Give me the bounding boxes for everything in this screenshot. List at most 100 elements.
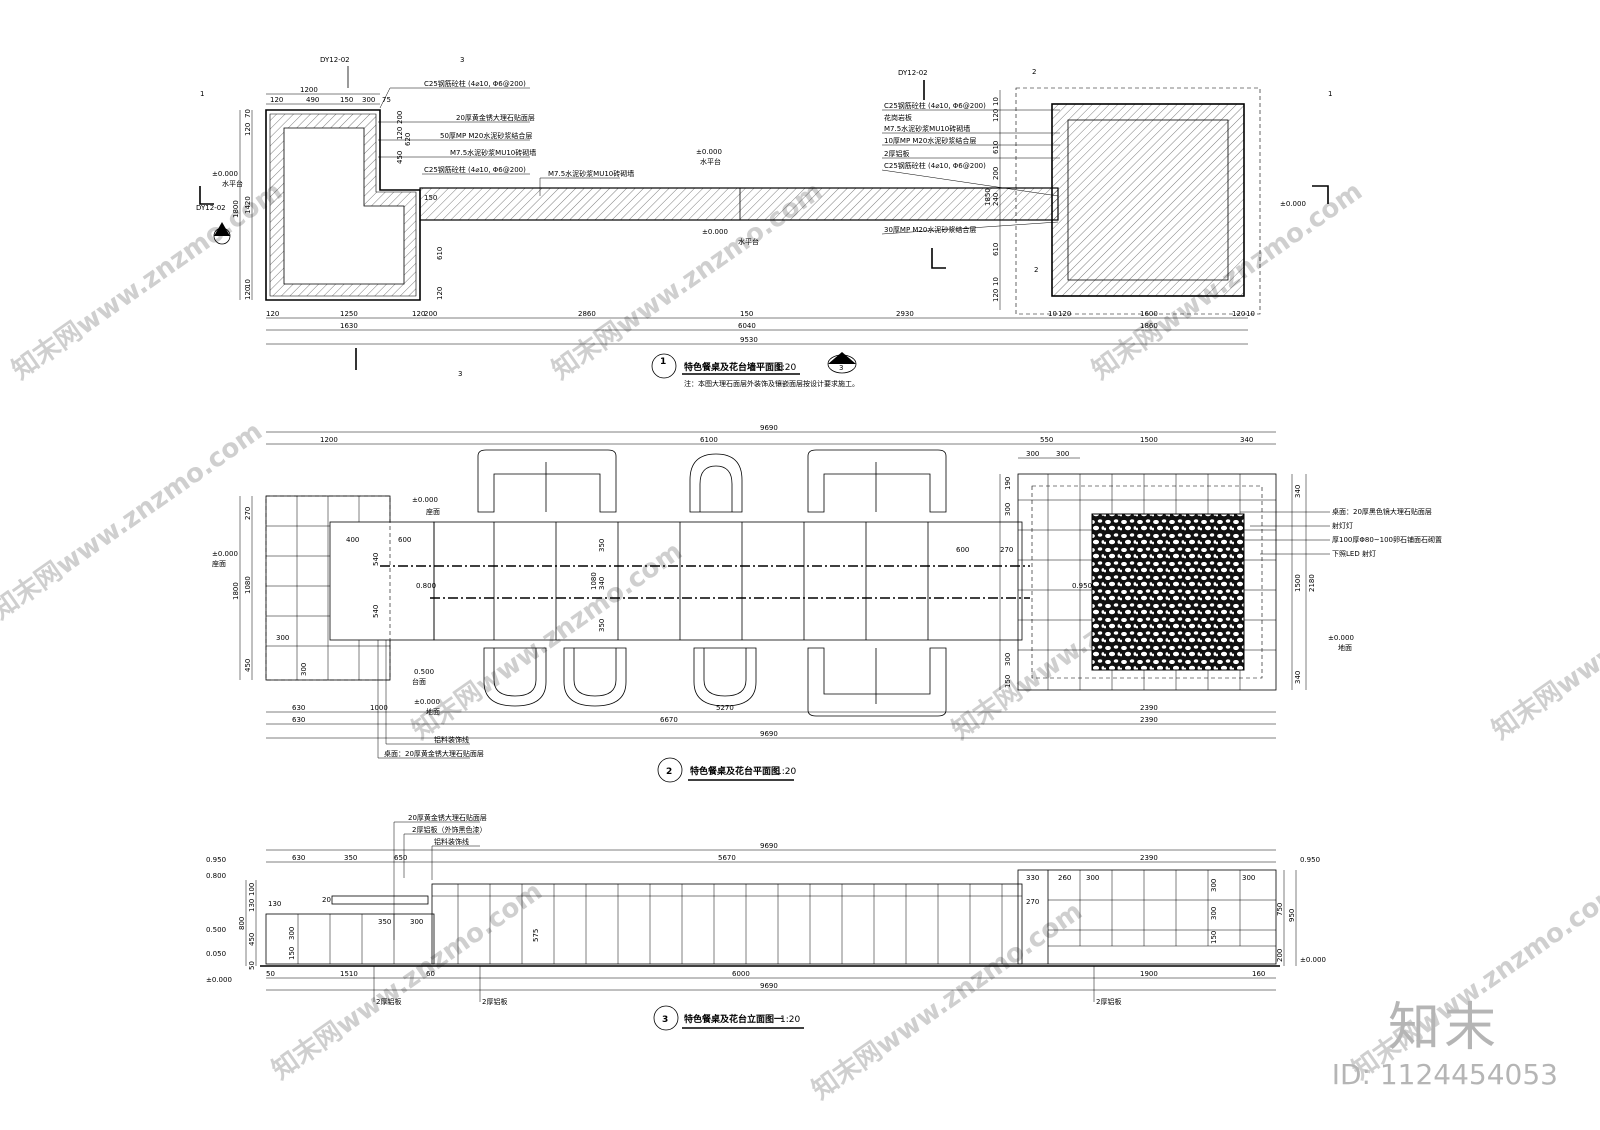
svg-text:550: 550 [1040,436,1053,444]
svg-text:650: 650 [394,854,407,862]
svg-text:270: 270 [1026,898,1039,906]
svg-text:300: 300 [1056,450,1069,458]
svg-text:70: 70 [244,109,252,118]
grid-mark: 2 [1032,68,1036,76]
svg-text:750: 750 [1276,903,1284,916]
svg-text:0.800: 0.800 [206,872,226,880]
svg-text:桌面：20厚黄金锈大理石贴面层: 桌面：20厚黄金锈大理石贴面层 [384,749,484,758]
connecting-wall [419,187,1059,221]
levels-left: 0.950 0.800 0.500 0.050 ±0.000 [206,856,232,984]
svg-text:600: 600 [956,546,969,554]
svg-text:300: 300 [276,634,289,642]
svg-text:±0.000: ±0.000 [206,976,232,984]
svg-text:10: 10 [244,279,252,288]
svg-text:610: 610 [992,243,1000,256]
armchair [483,647,547,707]
svg-text:150: 150 [288,947,296,960]
svg-text:±0.000: ±0.000 [212,550,238,558]
svg-text:150: 150 [340,96,353,104]
svg-text:1800: 1800 [232,582,240,600]
svg-text:630: 630 [292,716,305,724]
svg-text:9690: 9690 [760,982,778,990]
svg-text:6000: 6000 [732,970,750,978]
svg-text:160: 160 [1252,970,1265,978]
svg-text:0.050: 0.050 [206,950,226,958]
svg-text:1500: 1500 [1294,574,1302,592]
watermark-text: 知末网www.znzmo.com [267,876,548,1085]
dims-top: 1200 120 490 150 300 75 [266,86,391,105]
svg-text:600: 600 [398,536,411,544]
title-scale: 1:20 [776,363,796,373]
elevation-body [260,869,1280,967]
svg-text:2厚铝板: 2厚铝板 [376,997,401,1006]
svg-text:200: 200 [992,167,1000,180]
grid-mark: 1 [200,90,204,98]
drawing-1-title: 1 特色餐桌及花台墙平面图 1:20 注：本图大理石面层外装饰及镶嵌面层按设计要… [651,352,859,388]
svg-text:1900: 1900 [1140,970,1158,978]
planter-elevation [1017,869,1277,965]
title-label: 特色餐桌及花台墙平面图 [684,361,783,373]
callouts-bottom: 2厚铝板 2厚铝板 2厚铝板 [373,966,1121,1006]
svg-text:620: 620 [404,133,412,146]
svg-text:610: 610 [992,141,1000,154]
svg-text:1080: 1080 [590,572,598,590]
level-tag: ±0.000 [1280,200,1306,208]
svg-text:±0.000: ±0.000 [1328,634,1354,642]
area-tag: 水平台 [738,237,759,246]
svg-text:5270: 5270 [716,704,734,712]
svg-text:1420: 1420 [244,196,252,214]
armchair-inner [699,465,733,512]
svg-text:270: 270 [1000,546,1013,554]
svg-text:300: 300 [410,918,423,926]
armchair-inner [703,648,747,697]
svg-text:300: 300 [288,927,296,940]
callout-text: C25钢筋砼柱 (4⌀10, Φ6@200) [884,161,986,170]
svg-text:240: 240 [992,193,1000,206]
svg-text:2厚铝板（外饰黑色漆）: 2厚铝板（外饰黑色漆） [412,825,486,834]
area-tag: 水平台 [700,157,721,166]
svg-text:100: 100 [248,883,256,896]
svg-text:座面: 座面 [426,507,440,516]
svg-text:0.500: 0.500 [414,668,434,676]
svg-text:2390: 2390 [1140,716,1158,724]
armchair-inner [573,648,617,697]
svg-text:地面: 地面 [1338,643,1352,652]
dims-right: 750 950 200 [1276,870,1297,966]
title-number: 2 [666,767,672,777]
svg-text:10: 10 [1246,310,1255,318]
watermark-text: 知末网www.znzmo.com [407,536,688,745]
table-body [431,883,1023,965]
svg-text:200: 200 [1276,949,1284,962]
svg-text:350: 350 [598,539,606,552]
callout-text: 20厚黄金锈大理石贴面层 [456,113,535,122]
grid-mark: 3 [460,56,464,64]
drawing-3-title: 3 特色餐桌及花台立面图一 1:20 [653,1005,804,1031]
callouts-right: C25钢筋砼柱 (4⌀10, Φ6@200) 花岗岩板 M7.5水泥砂浆MU10… [881,101,1060,235]
svg-text:50: 50 [248,961,256,970]
svg-text:120: 120 [436,287,444,300]
callout-text: C25钢筋砼柱 (4⌀10, Φ6@200) [424,79,526,88]
svg-text:10: 10 [1048,310,1057,318]
section-ref: DY12-02 [320,56,350,64]
grid-mark: 3 [458,370,462,378]
armchair [563,647,627,707]
svg-text:9690: 9690 [760,842,778,850]
levels-right: 0.950 ±0.000 [1300,856,1326,964]
svg-text:150: 150 [1004,675,1012,688]
grid-mark: 1 [1328,90,1332,98]
dims-bottom: 630 1000 2390 5270 630 6670 2390 9690 [266,704,1276,739]
svg-text:610: 610 [436,247,444,260]
callouts-left: C25钢筋砼柱 (4⌀10, Φ6@200) 20厚黄金锈大理石贴面层 50厚M… [378,79,634,196]
svg-text:300: 300 [1004,503,1012,516]
svg-text:铝料装饰线: 铝料装饰线 [434,837,469,846]
title-scale: 1:20 [780,1015,800,1025]
svg-text:120: 120 [1058,310,1071,318]
callout-text: M7.5水泥砂浆MU10砖砌墙 [884,124,970,133]
svg-text:5670: 5670 [718,854,736,862]
dims-inner: 130 20 350 300 575 330 260 300 300 270 3… [268,874,1255,944]
svg-text:630: 630 [292,854,305,862]
svg-text:2厚铝板: 2厚铝板 [1096,997,1121,1006]
left-planter-inner [283,127,405,285]
svg-text:300: 300 [300,663,308,676]
title-label: 特色餐桌及花台平面图 [690,765,780,777]
